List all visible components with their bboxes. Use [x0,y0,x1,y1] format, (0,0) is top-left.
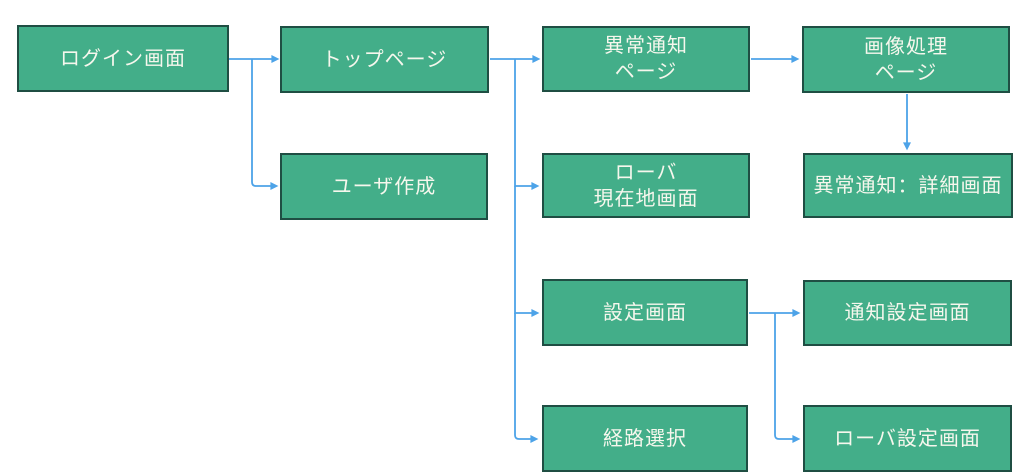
node-rover-settings-screen: ローバ設定画面 [803,405,1012,472]
node-label: 経路選択 [603,427,687,450]
node-image-processing-page: 画像処理 ページ [802,26,1010,93]
node-label: トップページ [321,48,448,71]
node-settings-screen: 設定画面 [542,279,748,346]
node-label: ローバ設定画面 [834,427,981,450]
edge-settings-to-rover-settings [774,313,801,443]
node-rover-location-screen: ローバ 現在地画面 [542,153,750,218]
edge-top-to-rover-location [514,59,540,190]
node-label: 設定画面 [603,301,687,324]
node-label: 異常通知：詳細画面 [813,174,1003,197]
node-route-select: 経路選択 [542,405,748,472]
node-anomaly-notice-page: 異常通知 ページ [542,26,750,92]
node-user-create: ユーザ作成 [280,153,488,220]
edge-login-to-user-create [251,59,279,190]
node-label: ログイン画面 [60,47,186,70]
node-label: ローバ 現在地画面 [593,161,699,210]
node-anomaly-notice-detail-screen: 異常通知：詳細画面 [803,153,1013,218]
node-login-screen: ログイン画面 [17,25,229,92]
node-label: 異常通知 ページ [604,35,688,83]
node-label: ユーザ作成 [331,175,437,198]
edge-top-to-settings [514,186,540,317]
node-label: 画像処理 ページ [864,35,948,84]
node-top-page: トップページ [280,26,489,93]
node-notification-settings-screen: 通知設定画面 [803,280,1012,346]
edge-top-to-route-select [514,313,539,443]
node-label: 通知設定画面 [844,302,971,324]
